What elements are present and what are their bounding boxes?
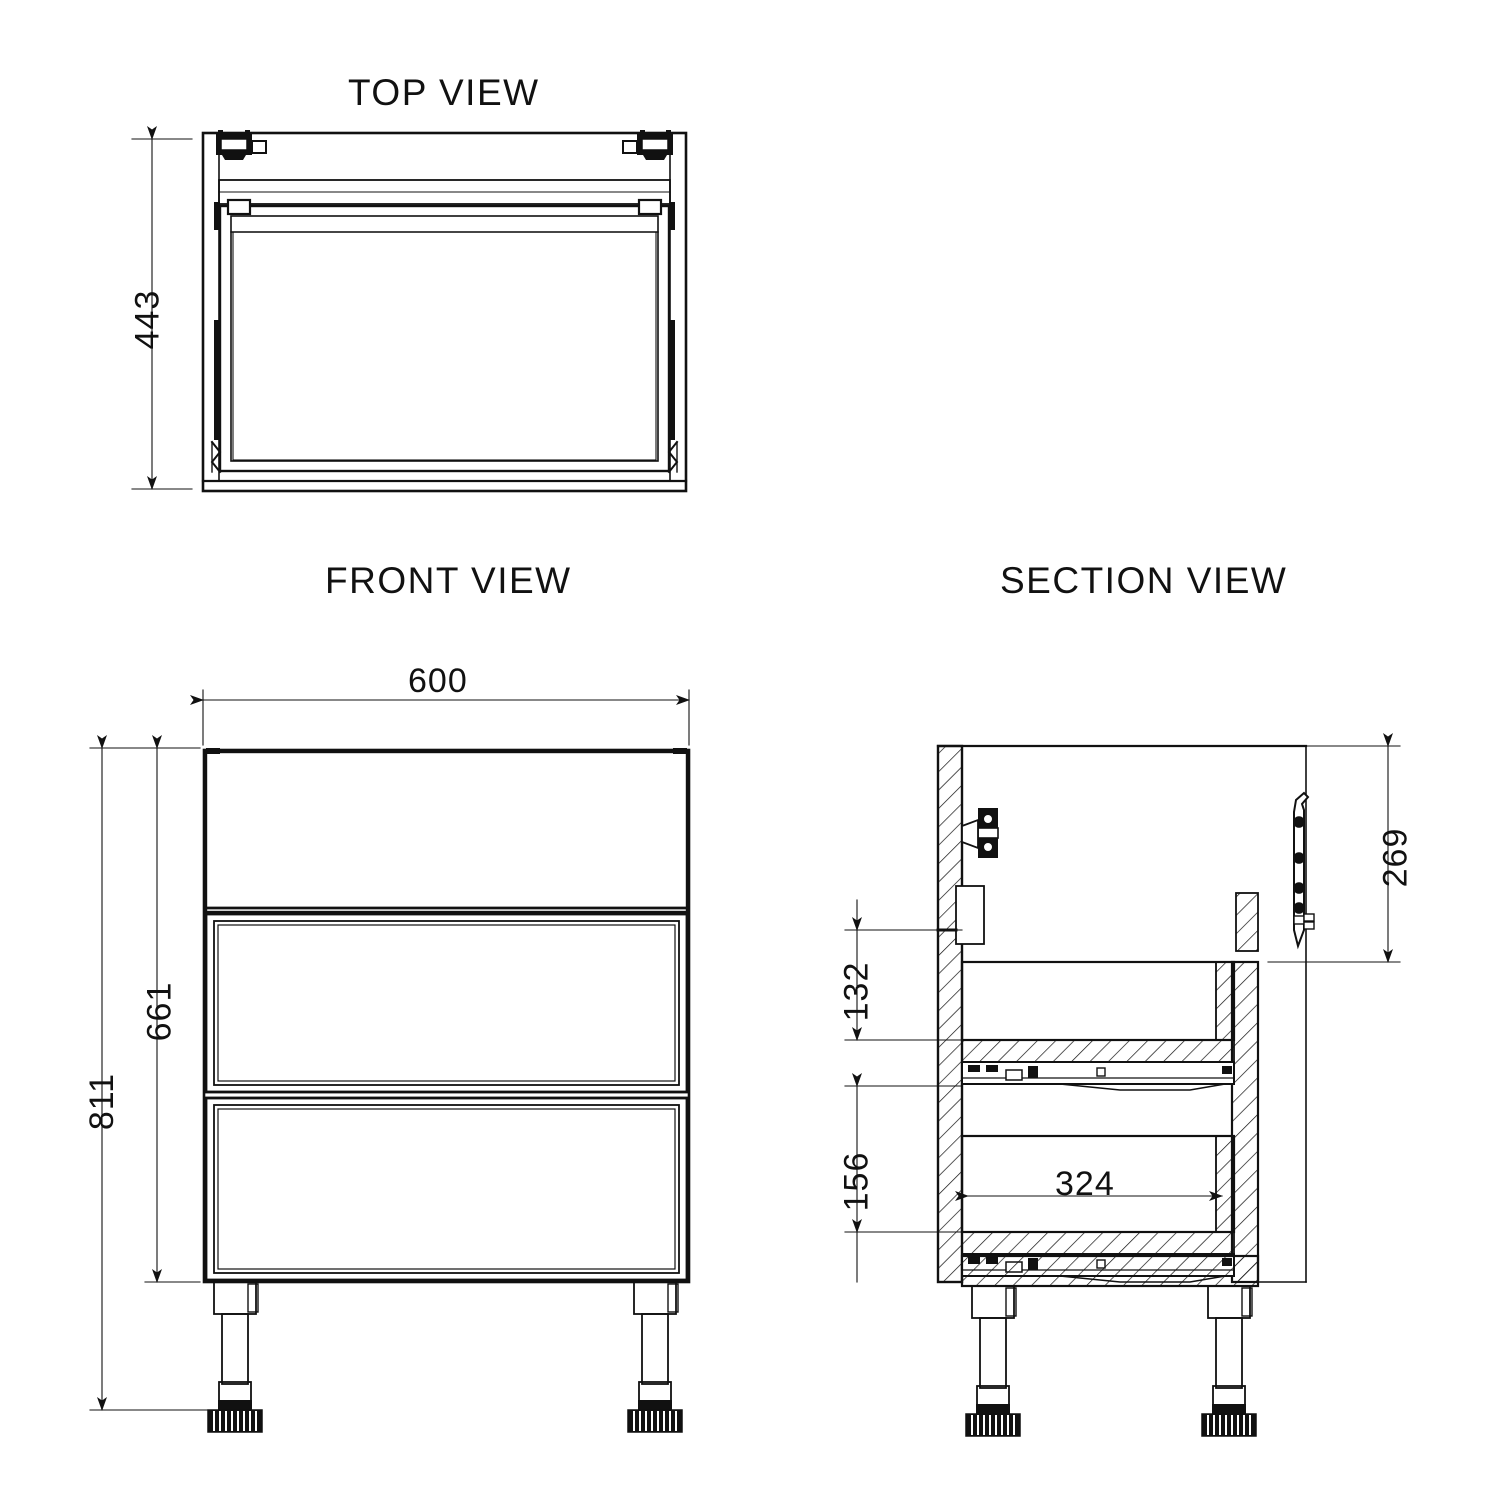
view-title-front: FRONT VIEW xyxy=(325,560,572,601)
top-view-corner-block-right xyxy=(637,198,663,216)
front-view-dimension-600 xyxy=(190,689,690,746)
section-view-group xyxy=(844,733,1401,1437)
section-base-panel xyxy=(960,1254,1260,1288)
section-right-wall xyxy=(1230,960,1260,1284)
front-view-cabinet-outline xyxy=(202,748,691,1284)
section-dimension-156 xyxy=(844,1073,963,1283)
top-view-bracket-left xyxy=(216,130,267,160)
dimension-label-width-600: 600 xyxy=(408,662,468,700)
top-view-bracket-right xyxy=(622,130,673,160)
front-view-dimension-661 xyxy=(144,735,201,1283)
section-left-wall xyxy=(936,744,964,1284)
view-title-section: SECTION VIEW xyxy=(1000,560,1288,601)
section-dimension-269 xyxy=(1267,733,1401,963)
section-cam-lock-fitting xyxy=(961,808,999,858)
top-view-drawer-box xyxy=(218,204,671,473)
front-view-drawer-front-top xyxy=(204,748,689,914)
top-view-group xyxy=(131,126,688,493)
section-dimension-132 xyxy=(844,899,963,1041)
view-title-top: TOP VIEW xyxy=(348,72,540,113)
front-view-drawer-front-bottom xyxy=(204,1096,689,1282)
front-view-leg-right xyxy=(627,1281,683,1433)
section-leg-left xyxy=(965,1285,1021,1437)
top-view-right-runner xyxy=(667,202,679,474)
section-front-profile-hardware xyxy=(1293,791,1315,950)
section-gasket-strip xyxy=(1235,892,1259,952)
top-view-carcass-outline xyxy=(201,131,688,493)
top-view-dimension-443 xyxy=(131,126,193,490)
section-bracket-block xyxy=(955,885,985,945)
front-view-drawer-front-middle xyxy=(204,912,689,1094)
section-leg-right xyxy=(1201,1285,1257,1437)
front-view-leg-left xyxy=(207,1281,263,1433)
section-drawer-upper xyxy=(960,960,1236,1091)
top-view-left-runner xyxy=(210,202,222,474)
front-view-group xyxy=(89,689,691,1433)
front-view-dimension-811 xyxy=(89,735,246,1411)
section-runner-upper xyxy=(961,1061,1235,1091)
top-view-corner-block-left xyxy=(226,198,252,216)
